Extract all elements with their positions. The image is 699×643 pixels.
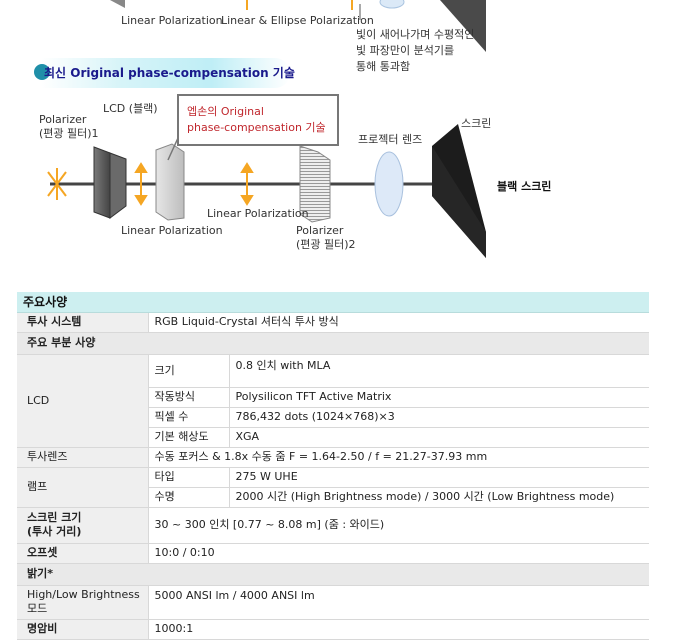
table-row: 투사 시스템 RGB Liquid-Crystal 셔터식 투사 방식: [17, 312, 649, 333]
callout-text: 엡손의 Original phase-compensation 기술: [187, 104, 337, 136]
section-heading-background: [28, 58, 290, 88]
contrast-label: 명암비: [17, 619, 149, 640]
table-row: 주요 부분 사양: [17, 332, 649, 355]
polarization-diagram: Linear Polarization Linear & Ellipse Pol…: [0, 0, 699, 290]
table-row: 픽셀 수 786,432 dots (1024×768)×3: [17, 407, 649, 428]
black-screen-label: 블랙 스크린: [497, 180, 552, 193]
callout-line-1: 엡손의 Original: [187, 105, 264, 118]
lcd-resolution-label: 기본 해상도: [148, 427, 230, 448]
top-linear-ellipse-label: Linear & Ellipse Polarization: [221, 14, 374, 27]
section-heading-bullet: [34, 64, 50, 80]
projector-lens-label: 프로젝터 렌즈: [358, 133, 423, 146]
brightness-mode-label: High/Low Brightness 모드: [17, 585, 149, 620]
linear-label-lower: Linear Polarization: [121, 224, 223, 237]
top-note-line-3: 통해 통과함: [356, 60, 411, 73]
table-row: 오프셋 10:0 / 0:10: [17, 543, 649, 564]
lcd-size-label: 크기: [148, 354, 230, 388]
linear-arrow-2: [240, 162, 254, 206]
lcd-pixels-label: 픽셀 수: [148, 407, 230, 428]
polarizer-2-label: Polarizer: [296, 224, 344, 237]
spec-title-row: 주요사양: [17, 292, 649, 313]
screen-size-label-line-1: 스크린 크기: [27, 511, 82, 524]
polarizer-2: [299, 145, 331, 223]
offset-label: 오프셋: [17, 543, 149, 564]
top-linear-label: Linear Polarization: [121, 14, 223, 27]
table-row: 기본 해상도 XGA: [17, 427, 649, 448]
table-row: LCD 크기 0.8 인치 with MLA: [17, 354, 649, 448]
table-row: 투사렌즈 수동 포커스 & 1.8x 수동 줌 F = 1.64-2.50 / …: [17, 447, 649, 468]
screen-size-label: 스크린 크기 (투사 거리): [17, 507, 149, 544]
offset-value: 10:0 / 0:10: [148, 543, 649, 564]
lcd-size-value: 0.8 인치 with MLA: [229, 354, 649, 388]
projection-system-value: RGB Liquid-Crystal 셔터식 투사 방식: [148, 312, 649, 333]
diagram-graphics: [47, 0, 486, 258]
lcd-panel: [155, 143, 185, 221]
main-parts-label: 주요 부분 사양: [17, 332, 649, 355]
top-lens-remnant: [379, 0, 405, 9]
callout-line-2: phase-compensation 기술: [187, 121, 326, 134]
linear-label-mid: Linear Polarization: [207, 207, 309, 220]
callout-box: [177, 94, 339, 146]
screen-size-value: 30 ~ 300 인치 [0.77 ~ 8.08 m] (줌 : 와이드): [148, 507, 649, 544]
screen-size-label-line-2: (투사 거리): [27, 525, 82, 538]
lcd-pixels-value: 786,432 dots (1024×768)×3: [229, 407, 649, 428]
lcd-operation-value: Polysilicon TFT Active Matrix: [229, 387, 649, 408]
section-heading: 최신 Original phase-compensation 기술: [44, 66, 295, 80]
polarizer-1-sublabel: (편광 필터)1: [39, 127, 99, 140]
lamp-label: 램프: [17, 467, 149, 508]
brightness-label: 밝기*: [17, 563, 649, 586]
light-source-arrows: [47, 168, 67, 200]
table-row: 램프 타입 275 W UHE: [17, 467, 649, 508]
table-row: 밝기*: [17, 563, 649, 586]
table-row: 작동방식 Polysilicon TFT Active Matrix: [17, 387, 649, 408]
table-row: 수명 2000 시간 (High Brightness mode) / 3000…: [17, 487, 649, 508]
polarizer-1: [93, 146, 111, 219]
linear-arrow-1: [134, 162, 148, 206]
spec-title: 주요사양: [17, 292, 649, 313]
top-note-line-1: 빛이 새어나가며 수평적인: [356, 28, 475, 41]
table-row: High/Low Brightness 모드 5000 ANSI lm / 40…: [17, 585, 649, 620]
table-row: 명암비 1000:1: [17, 619, 649, 640]
brightness-value: 5000 ANSI lm / 4000 ANSI lm: [148, 585, 649, 620]
lamp-life-label: 수명: [148, 487, 230, 508]
projector-lens: [374, 151, 404, 217]
contrast-value: 1000:1: [148, 619, 649, 640]
lcd-resolution-value: XGA: [229, 427, 649, 448]
lamp-life-value: 2000 시간 (High Brightness mode) / 3000 시간…: [229, 487, 649, 508]
spec-table: 주요사양 투사 시스템 RGB Liquid-Crystal 셔터식 투사 방식…: [17, 292, 649, 640]
lens-label: 투사렌즈: [17, 447, 149, 468]
lcd-row-label: LCD: [17, 354, 149, 448]
lamp-type-value: 275 W UHE: [229, 467, 649, 488]
lcd-operation-label: 작동방식: [148, 387, 230, 408]
top-screen-remnant: [440, 0, 486, 52]
projection-system-label: 투사 시스템: [17, 312, 149, 333]
polarizer-2-sublabel: (편광 필터)2: [296, 238, 356, 251]
top-note-line-2: 빛 파장만이 분석기를: [356, 44, 455, 57]
lamp-type-label: 타입: [148, 467, 230, 488]
table-row: 스크린 크기 (투사 거리) 30 ~ 300 인치 [0.77 ~ 8.08 …: [17, 507, 649, 544]
screen-label: 스크린: [461, 117, 492, 130]
lcd-label: LCD (블랙): [103, 102, 158, 115]
polarizer-1-label: Polarizer: [39, 113, 87, 126]
lens-value: 수동 포커스 & 1.8x 수동 줌 F = 1.64-2.50 / f = 2…: [148, 447, 649, 468]
